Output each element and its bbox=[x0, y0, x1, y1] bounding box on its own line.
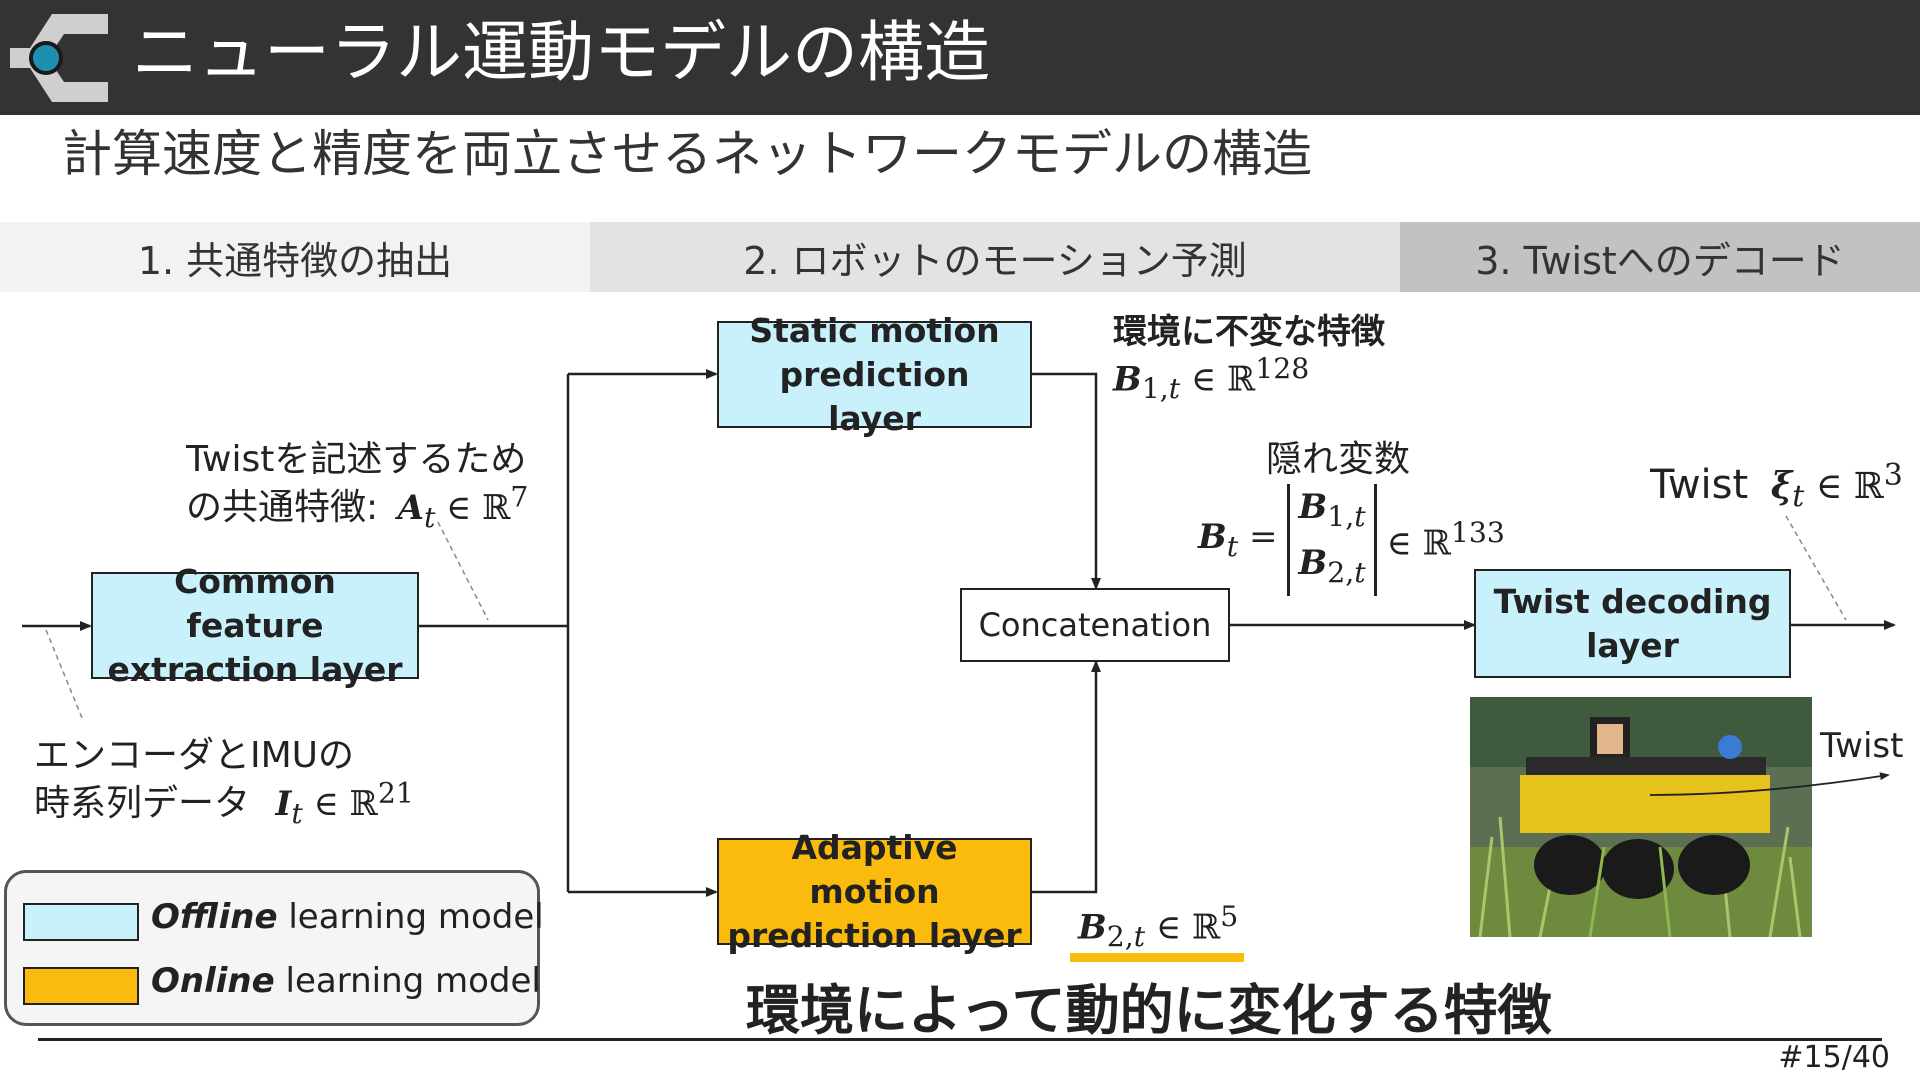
static-motion-box: Static motion prediction layer bbox=[717, 311, 1032, 438]
common-callout bbox=[437, 521, 489, 621]
latent-matrix: B1,t B2,t bbox=[1287, 484, 1377, 596]
offline-legend-label: Offline learning model bbox=[151, 897, 544, 937]
output-callout bbox=[1785, 515, 1847, 621]
adaptive-highlight-bar bbox=[1070, 953, 1244, 962]
input-math: It ∈ ℝ21 bbox=[275, 776, 414, 830]
common-caption-line2: の共通特徴: At ∈ ℝ7 bbox=[186, 480, 529, 534]
input-callout bbox=[45, 629, 83, 719]
stage-2: 2. ロボットのモーション予測 bbox=[590, 222, 1400, 292]
stage-1: 1. 共通特徴の抽出 bbox=[0, 222, 590, 292]
adaptive-math: B2,t ∈ ℝ5 bbox=[1078, 900, 1239, 954]
footer-rule bbox=[38, 1038, 1882, 1041]
output-math: ξt ∈ ℝ3 bbox=[1770, 458, 1903, 515]
offline-swatch bbox=[23, 903, 139, 941]
adaptive-motion-box: Adaptive motion prediction layer bbox=[717, 828, 1032, 955]
common-caption-line1: Twistを記述するため bbox=[186, 439, 527, 480]
output-caption: Twist ξt ∈ ℝ3 bbox=[1650, 458, 1903, 515]
common-feature-box: Common feature extraction layer bbox=[91, 562, 419, 689]
concatenation-box: Concatenation bbox=[960, 588, 1230, 662]
static-heading: 環境に不変な特徴 bbox=[1113, 312, 1385, 352]
robot-photo bbox=[1470, 697, 1812, 937]
latent-math: Bt = B1,t B2,t ∈ ℝ133 bbox=[1198, 484, 1505, 596]
title-bar: ニューラル運動モデルの構造 bbox=[0, 0, 1920, 115]
input-caption-line1: エンコーダとIMUの bbox=[34, 735, 355, 776]
page-subtitle: 計算速度と精度を両立させるネットワークモデルの構造 bbox=[62, 125, 1312, 183]
stage-3: 3. Twistへのデコード bbox=[1400, 222, 1920, 292]
logo-icon bbox=[10, 14, 108, 102]
online-legend-label: Online learning model bbox=[151, 961, 541, 1001]
legend: Offline learning model Online learning m… bbox=[4, 870, 544, 1026]
online-swatch bbox=[23, 967, 139, 1005]
adaptive-to-concat-arrow bbox=[1031, 660, 1101, 894]
static-math: B1,t ∈ ℝ128 bbox=[1113, 352, 1310, 406]
static-to-concat-arrow bbox=[1031, 372, 1101, 590]
input-caption-line2: 時系列データ It ∈ ℝ21 bbox=[34, 776, 414, 830]
twist-decoding-box: Twist decoding layer bbox=[1474, 569, 1791, 678]
latent-heading: 隠れ変数 bbox=[1266, 439, 1411, 480]
page-title: ニューラル運動モデルの構造 bbox=[132, 14, 990, 91]
page-number: #15/40 bbox=[1778, 1040, 1890, 1075]
common-math: At ∈ ℝ7 bbox=[397, 480, 529, 534]
photo-twist-label: Twist bbox=[1820, 726, 1904, 766]
adaptive-heading: 環境によって動的に変化する特徴 bbox=[746, 979, 1552, 1042]
